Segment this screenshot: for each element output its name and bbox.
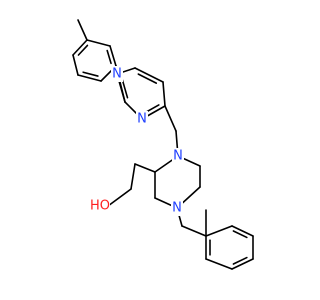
- tolyl-ring-double-bond: [82, 71, 99, 77]
- methyl-bond-top: [77, 19, 88, 41]
- atom-label-background: [172, 148, 184, 164]
- benzyl-ring-double-bond: [232, 256, 248, 265]
- pyrimidine-double-bond: [137, 73, 158, 84]
- tolyl-ring-bond: [109, 45, 117, 67]
- pyrimidine-double-bond: [121, 78, 129, 99]
- benzyl-ring-bond: [205, 258, 233, 270]
- benzyl-ring-bond: [231, 225, 254, 237]
- tolyl-ring-double-bond: [77, 44, 89, 56]
- bond-layer: [72, 19, 254, 270]
- tolyl-ring-bond: [77, 74, 102, 82]
- atom-label-background: [111, 66, 123, 82]
- atom-label-n: N: [173, 149, 183, 164]
- atom-label-o: HO: [90, 199, 110, 214]
- tolyl-ring-bond: [72, 39, 88, 56]
- tolyl-ring-double-bond: [106, 49, 112, 65]
- hydroxyl-bond: [107, 188, 132, 207]
- atom-label-background: [136, 111, 148, 127]
- atom-label-n: N: [172, 201, 182, 216]
- atom-label-n: N: [112, 67, 122, 82]
- tolyl-ring-bond: [86, 39, 111, 47]
- pyrimidine-ring-bond: [162, 81, 166, 107]
- atom-label-background: [90, 198, 110, 214]
- benzyl-ring-bond: [205, 225, 233, 237]
- atom-label-n: N: [137, 112, 147, 127]
- ethyl-bond: [130, 163, 136, 190]
- benzyl-ring-bond: [231, 258, 254, 270]
- benzyl-ring-double-bond: [232, 230, 248, 239]
- atom-label-layer: N N N N HO: [90, 66, 184, 216]
- atom-label-background: [171, 200, 183, 216]
- molecule-diagram: N N N N HO: [72, 19, 254, 270]
- tolyl-ring-bond: [72, 54, 79, 76]
- ethyl-bond: [134, 163, 156, 173]
- pyrimidine-ring-bond: [134, 67, 164, 83]
- methylene-bond: [164, 105, 177, 132]
- benzyl-bond: [181, 225, 207, 237]
